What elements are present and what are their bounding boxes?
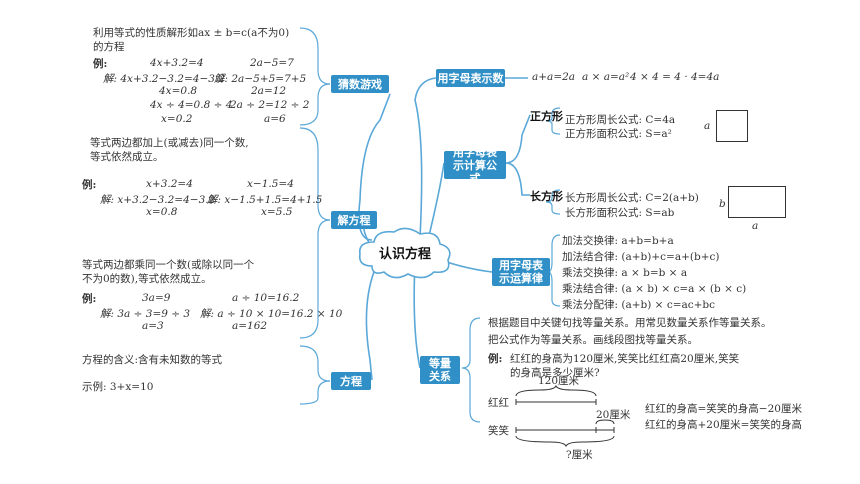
solve-example-label-2: 例: [82,293,97,305]
node-formula[interactable]: 用字母表示计算公式 [444,146,506,185]
segment-red-label: 红红 [488,397,509,409]
rect-area: 长方形面积公式: S=ab [565,207,675,219]
node-equal-relation[interactable]: 等量关系 [420,356,460,384]
letters-item-0: a+a=2a [532,71,576,83]
equal-answer-1: 红红的身高=笑笑的身高−20厘米 [645,403,802,415]
equal-line-1: 根据题目中关键句找等量关系。用常见数量关系作等量关系。 [488,317,772,329]
guess-left-3: 4x ÷ 4=0.8 ÷ 4 [150,99,233,111]
guess-left-4: x=0.2 [161,113,193,125]
guess-left-1: 解: 4x+3.2−3.2=4−3.2 [103,73,225,85]
guess-right-1: 解: 2a−5+5=7+5 [214,73,307,85]
guess-right-3: 2a ÷ 2=12 ÷ 2 [230,99,310,111]
solve-ex2-right-1: 解: a ÷ 10 × 10=16.2 × 10 [200,308,343,320]
solve-ex1-right-2: x=5.5 [261,206,293,218]
guess-left-0: 4x+3.2=4 [150,57,204,69]
node-solve-equation[interactable]: 解方程 [331,211,377,229]
center-title: 认识方程 [379,247,432,262]
solve-ex2-left-2: a=3 [142,320,164,332]
solve-ex2-right-0: a ÷ 10=16.2 [232,292,300,304]
center-cloud [358,227,451,279]
segment-bottom-label: ?厘米 [566,449,593,461]
solve-ex2-left-1: 解: 3a ÷ 3=9 ÷ 3 [100,308,191,320]
solve-ex1-left-2: x=0.8 [146,206,178,218]
segment-top-label: 120厘米 [538,375,580,387]
solve-ex2-right-2: a=162 [232,320,268,332]
square-side-label: a [704,120,711,132]
rect-shape [728,186,786,218]
solve-rule1-a: 等式两边都加上(或减去)同一个数, [90,137,249,149]
guess-example-label: 例: [93,58,108,70]
solve-ex1-left-0: x+3.2=4 [146,178,193,190]
solve-rule1-b: 等式依然成立。 [90,151,164,163]
law-0: 加法交换律: a+b=b+a [562,235,674,247]
guess-desc-1: 利用等式的性质解形如ax ± b=c(a不为0) [93,27,290,39]
solve-ex1-right-1: 解: x−1.5+1.5=4+1.5 [207,194,323,206]
solve-rule2-a: 等式两边都乘同一个数(或除以同一个 [82,259,255,271]
guess-desc-2: 的方程 [93,41,125,53]
letters-item-2: 4 × 4 = 4 · 4=4a [630,71,720,83]
node-guess-game[interactable]: 猜数游戏 [331,75,389,93]
square-perimeter: 正方形周长公式: C=4a [565,114,676,126]
node-laws[interactable]: 用字母表示运算律 [492,258,550,286]
rect-a-label: a [752,220,759,232]
law-1: 加法结合律: (a+b)+c=a+(b+c) [562,251,720,263]
equal-question-2: 的身高是多少厘米? [510,367,600,379]
law-2: 乘法交换律: a × b=b × a [562,267,688,279]
node-equation[interactable]: 方程 [331,372,371,390]
equal-question-1: 红红的身高为120厘米,笑笑比红红高20厘米,笑笑 [510,353,740,365]
rect-b-label: b [719,198,726,210]
equal-line-2: 把公式作为等量关系。画线段图找等量关系。 [488,334,698,346]
letters-item-1: a × a=a² [582,71,630,83]
law-3: 乘法结合律: (a × b) × c=a × (b × c) [562,283,747,295]
equal-example-label: 例: [488,353,503,365]
solve-ex1-left-1: 解: x+3.2−3.2=4−3.2 [100,194,216,206]
rect-label: 长方形 [530,190,563,203]
solve-example-label: 例: [82,179,97,191]
equation-meaning: 方程的含义:含有未知数的等式 [82,354,223,366]
solve-rule2-b: 不为0的数),等式依然成立。 [82,273,212,285]
law-4: 乘法分配律: (a+b) × c=ac+bc [562,299,716,311]
guess-right-2: 2a=12 [251,85,287,97]
segment-smile-label: 笑笑 [488,425,509,437]
segment-20-label: 20厘米 [596,409,631,421]
rect-perimeter: 长方形周长公式: C=2(a+b) [565,192,699,204]
guess-left-2: 4x=0.8 [159,85,198,97]
square-shape [716,110,748,142]
equal-answer-2: 红红的身高+20厘米=笑笑的身高 [645,419,802,431]
node-letters-numbers[interactable]: 用字母表示数 [436,69,505,87]
square-area: 正方形面积公式: S=a² [565,128,672,140]
guess-right-0: 2a−5=7 [250,57,294,69]
equation-example: 示例: 3+x=10 [82,381,154,393]
square-label: 正方形 [530,110,563,123]
guess-right-4: a=6 [264,113,286,125]
solve-ex2-left-0: 3a=9 [142,292,171,304]
segment-diagram [515,384,615,448]
solve-ex1-right-0: x−1.5=4 [247,178,294,190]
